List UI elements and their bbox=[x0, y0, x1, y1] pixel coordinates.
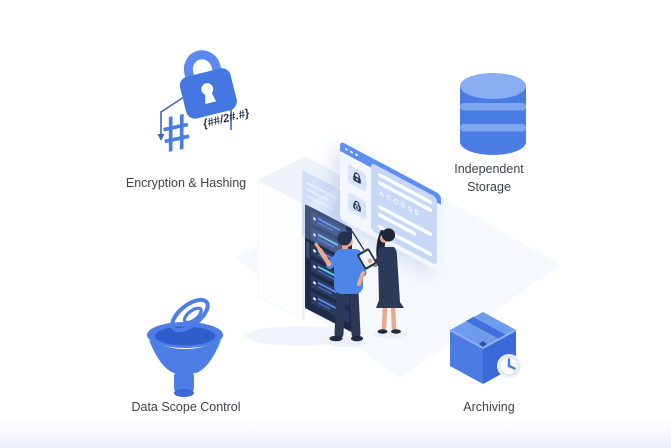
independent-storage-label-line2: Storage bbox=[467, 180, 511, 194]
shoe bbox=[377, 329, 388, 334]
cabinet-top-face bbox=[258, 156, 352, 205]
woman-figure bbox=[351, 228, 404, 334]
clock-icon bbox=[497, 354, 521, 378]
data-scope-control-label: Data Scope Control bbox=[131, 400, 240, 414]
encryption-hashing-label: Encryption & Hashing bbox=[126, 176, 246, 190]
arrow-left-head bbox=[157, 134, 165, 141]
secure-access-card bbox=[347, 190, 367, 222]
bottom-fade-band bbox=[0, 416, 671, 448]
dial-lock-icon bbox=[353, 200, 361, 212]
woman-dress bbox=[376, 247, 404, 308]
shoe bbox=[391, 329, 401, 334]
archive-box-icon bbox=[449, 312, 521, 384]
lock-card bbox=[347, 162, 367, 194]
man-hair bbox=[337, 231, 352, 246]
cabinet-door-handle bbox=[306, 241, 310, 259]
lock-icon bbox=[353, 172, 361, 184]
arrow-left-icon bbox=[160, 92, 191, 135]
shoe bbox=[329, 335, 343, 342]
tablet bbox=[357, 248, 377, 270]
browser-window: ACCESS bbox=[340, 141, 441, 273]
man-shirt bbox=[334, 249, 363, 294]
database-icon bbox=[460, 73, 526, 155]
cabinet-side-shade bbox=[302, 202, 305, 321]
padlock-icon bbox=[179, 50, 237, 119]
funnel-icon bbox=[147, 297, 223, 397]
archiving-label: Archiving bbox=[463, 400, 514, 414]
shoe bbox=[351, 335, 363, 342]
glass-data-panel bbox=[302, 170, 346, 259]
swirl-icon bbox=[170, 297, 210, 333]
stylus-pointer bbox=[351, 230, 365, 251]
independent-storage-label-line1: Independent bbox=[454, 162, 524, 176]
man-figure bbox=[314, 231, 367, 342]
cabinet-ground-shadow bbox=[246, 326, 350, 346]
man-pointing-arm bbox=[317, 247, 332, 267]
woman-hair bbox=[381, 228, 396, 242]
